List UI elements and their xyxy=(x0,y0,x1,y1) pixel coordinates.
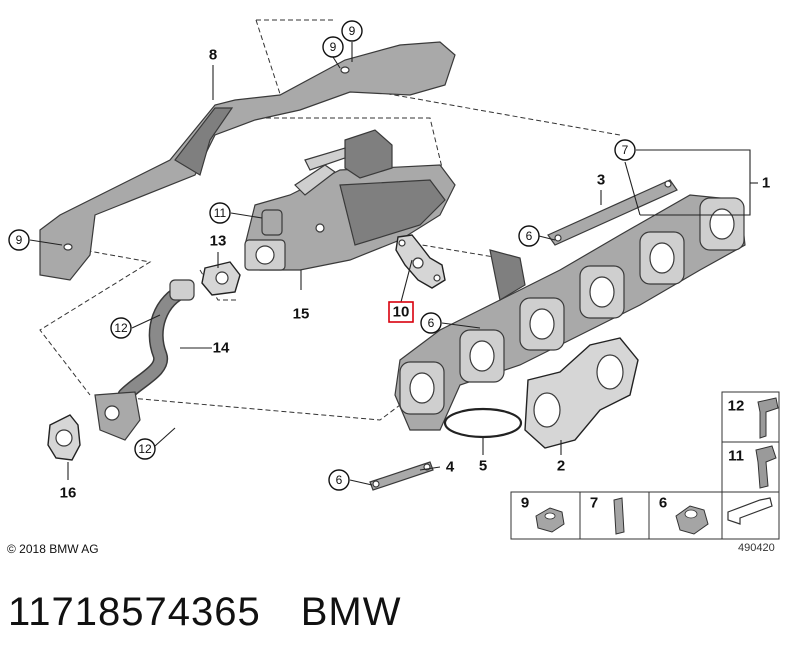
legend-item-11[interactable]: 11 xyxy=(728,445,777,489)
brand-name: BMW xyxy=(300,590,402,634)
arrow-icon xyxy=(727,497,773,525)
svg-text:11: 11 xyxy=(728,448,744,465)
label-3[interactable]: 3 xyxy=(597,172,605,189)
callout-12-lower[interactable]: 12 xyxy=(134,438,156,460)
callout-12-upper[interactable]: 12 xyxy=(110,317,132,339)
label-4[interactable]: 4 xyxy=(446,459,455,476)
svg-text:2: 2 xyxy=(557,458,565,475)
gasket-ring-5-part xyxy=(443,407,523,439)
svg-text:10: 10 xyxy=(393,304,410,321)
label-16[interactable]: 16 xyxy=(60,485,77,502)
part-number: 11718574365 xyxy=(8,590,261,634)
flange-nut-9-icon xyxy=(535,507,565,533)
copyright-notice: © 2018 BMW AG xyxy=(7,542,99,556)
svg-text:9: 9 xyxy=(330,40,337,54)
svg-text:9: 9 xyxy=(521,495,529,512)
svg-text:12: 12 xyxy=(138,442,152,456)
svg-text:6: 6 xyxy=(526,229,533,243)
diagram-number: 490420 xyxy=(738,542,775,554)
callout-9-top-b[interactable]: 9 xyxy=(341,20,363,42)
legend-item-12[interactable]: 12 xyxy=(728,397,779,439)
label-1[interactable]: 1 xyxy=(762,175,770,192)
svg-text:9: 9 xyxy=(16,233,23,247)
exhaust-manifold-part xyxy=(394,194,746,431)
label-2[interactable]: 2 xyxy=(557,458,565,475)
footer-caption: 11718574365 BMW xyxy=(8,590,442,635)
bolt-12-icon xyxy=(757,397,779,439)
svg-text:7: 7 xyxy=(622,143,629,157)
svg-text:12: 12 xyxy=(114,321,128,335)
svg-text:9: 9 xyxy=(349,24,356,38)
svg-text:7: 7 xyxy=(590,495,598,512)
stud-7-icon xyxy=(613,497,625,535)
svg-text:3: 3 xyxy=(597,172,605,189)
label-10-highlighted[interactable]: 10 xyxy=(388,301,414,323)
heat-shield-part xyxy=(39,41,456,281)
fastener-legend: 12 11 9 7 6 xyxy=(510,391,780,540)
egr-cooler-part xyxy=(244,129,456,271)
svg-text:11: 11 xyxy=(214,206,227,220)
label-15[interactable]: 15 xyxy=(293,306,310,323)
leader-lines xyxy=(29,42,758,486)
svg-text:6: 6 xyxy=(428,316,435,330)
svg-text:1: 1 xyxy=(762,175,770,192)
clamp-13-part xyxy=(201,261,241,296)
label-8[interactable]: 8 xyxy=(209,47,217,64)
manifold-ports xyxy=(399,197,745,415)
svg-text:6: 6 xyxy=(659,495,667,512)
callout-6-lower[interactable]: 6 xyxy=(328,469,350,491)
svg-text:5: 5 xyxy=(479,458,487,475)
bracket-3-part xyxy=(547,179,678,246)
svg-text:16: 16 xyxy=(60,485,77,502)
svg-text:8: 8 xyxy=(209,47,217,64)
gasket-2-part xyxy=(524,337,639,449)
svg-text:6: 6 xyxy=(336,473,343,487)
svg-text:4: 4 xyxy=(446,459,455,476)
label-14[interactable]: 14 xyxy=(213,340,230,357)
callout-6-upper[interactable]: 6 xyxy=(518,225,540,247)
callout-9-top-a[interactable]: 9 xyxy=(322,36,344,58)
callout-9-left[interactable]: 9 xyxy=(8,229,30,251)
legend-item-9[interactable]: 9 xyxy=(521,495,565,533)
label-5[interactable]: 5 xyxy=(479,458,487,475)
bracket-4-part xyxy=(369,461,434,491)
label-13[interactable]: 13 xyxy=(210,233,227,250)
egr-pipe-part xyxy=(94,279,195,441)
svg-text:13: 13 xyxy=(210,233,227,250)
callout-6-mid[interactable]: 6 xyxy=(420,312,442,334)
svg-text:14: 14 xyxy=(213,340,230,357)
legend-item-6[interactable]: 6 xyxy=(659,495,709,535)
svg-text:12: 12 xyxy=(728,398,745,415)
callout-11[interactable]: 11 xyxy=(209,202,231,224)
legend-item-7[interactable]: 7 xyxy=(590,495,625,535)
gasket-16-part xyxy=(47,414,81,461)
bolt-11-icon xyxy=(755,445,777,489)
gasket-10-part xyxy=(395,234,446,289)
hex-nut-6-icon xyxy=(675,505,709,535)
callout-7[interactable]: 7 xyxy=(614,139,636,161)
svg-text:15: 15 xyxy=(293,306,310,323)
